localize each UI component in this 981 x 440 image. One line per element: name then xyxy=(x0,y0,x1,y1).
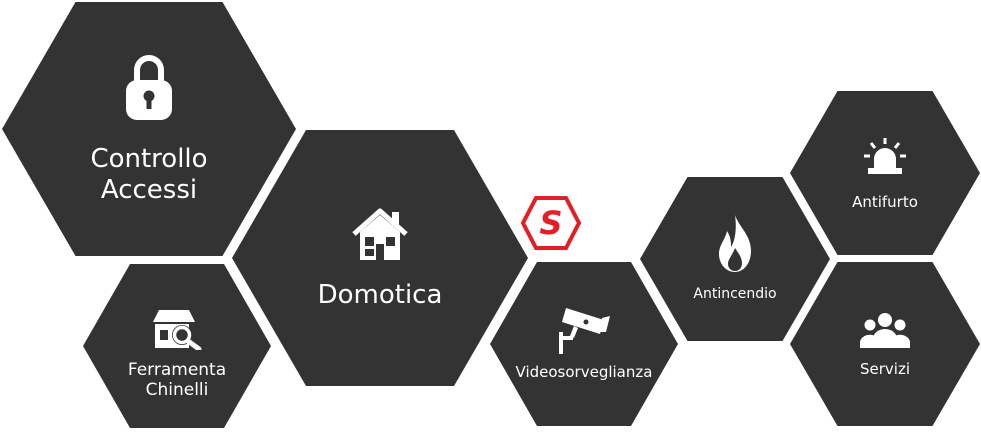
tile-ferramenta-chinelli[interactable]: Ferramenta Chinelli xyxy=(83,264,271,428)
tile-antifurto[interactable]: Antifurto xyxy=(790,91,980,255)
brand-logo-letter: S xyxy=(539,204,562,242)
siren-icon xyxy=(864,138,906,174)
house-icon xyxy=(352,208,408,260)
tile-videosorveglianza[interactable]: Videosorveglianza xyxy=(490,262,678,426)
people-group-icon xyxy=(860,313,910,348)
shop-search-icon xyxy=(153,310,202,350)
tile-label: Domotica xyxy=(317,280,443,310)
tile-label: Videosorveglianza xyxy=(515,363,653,381)
tile-label: Antifurto xyxy=(852,193,918,211)
tile-domotica[interactable]: Domotica xyxy=(232,130,528,386)
tile-label: Antincendio xyxy=(693,286,777,302)
tile-antincendio[interactable]: Antincendio xyxy=(640,177,830,341)
tile-label: Controllo Accessi xyxy=(90,144,208,206)
brand-logo[interactable]: S xyxy=(521,196,581,250)
tile-label: Ferramenta Chinelli xyxy=(127,360,227,401)
cctv-camera-icon xyxy=(559,308,610,354)
flame-icon xyxy=(719,215,751,272)
tile-servizi[interactable]: Servizi xyxy=(790,262,980,426)
tile-controllo-accessi[interactable]: Controllo Accessi xyxy=(2,2,296,256)
tile-label: Servizi xyxy=(859,360,910,378)
padlock-icon xyxy=(126,55,172,120)
